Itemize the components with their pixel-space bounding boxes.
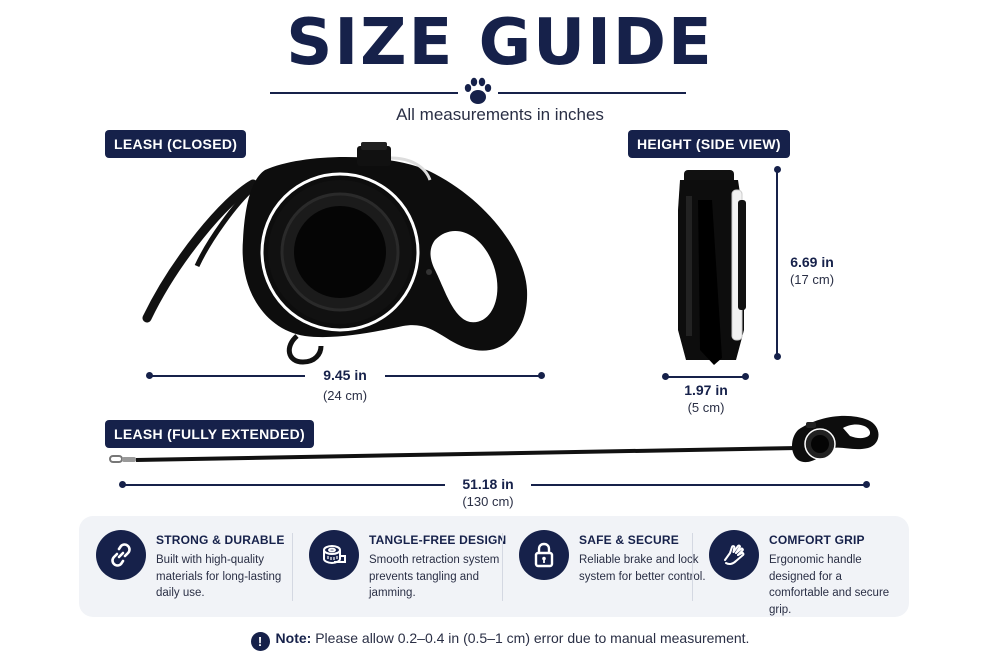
side-depth-line [666,376,746,378]
section-label-extended: LEASH (FULLY EXTENDED) [105,420,314,448]
paw-icon [464,77,492,104]
feature-description: Ergonomic handle designed for a comforta… [769,554,890,616]
note-label: Note: [275,630,312,646]
feature-description: Built with high-quality materials for lo… [156,554,282,599]
dimension-endpoint [774,353,781,360]
title-divider-right [498,92,686,94]
title-divider-left [270,92,458,94]
feature-divider [292,533,293,601]
measurement-note: ! Note: Please allow 0.2–0.4 in (0.5–1 cm… [0,630,1000,651]
feature-title: TANGLE-FREE DESIGN [369,533,507,547]
side-height-in: 6.69 in [780,254,844,270]
padlock-icon [519,530,569,580]
feature-divider [502,533,503,601]
dimension-endpoint [742,373,749,380]
feature-divider [692,533,693,601]
tape-roll-icon [309,530,359,580]
chain-link-icon [96,530,146,580]
dimension-endpoint [119,481,126,488]
page-subtitle: All measurements in inches [396,105,604,124]
feature-description: Smooth retraction system prevents tangli… [369,554,500,599]
dimension-endpoint [863,481,870,488]
feature-title: SAFE & SECURE [579,533,679,547]
dimension-endpoint [538,372,545,379]
page-title: SIZE GUIDE [286,6,714,80]
feature-tangle-free: TANGLE-FREE DESIGN Smooth retraction sys… [292,516,506,617]
note-text: Please allow 0.2–0.4 in (0.5–1 cm) error… [311,630,750,646]
extended-length-in: 51.18 in [445,476,531,492]
feature-title: COMFORT GRIP [769,533,865,547]
alert-icon: ! [250,632,270,651]
dimension-endpoint [774,166,781,173]
extended-length-cm: (130 cm) [462,494,514,509]
hand-grip-icon [709,530,759,580]
leash-extended-illustration [109,415,879,463]
closed-width-in: 9.45 in [305,367,385,383]
leash-side-view-illustration [678,170,746,365]
feature-title: STRONG & DURABLE [156,533,285,547]
side-height-line [776,170,778,356]
feature-comfort-grip: COMFORT GRIP Ergonomic handle designed f… [692,516,909,617]
dimension-endpoint [146,372,153,379]
side-depth-cm: (5 cm) [687,400,725,415]
section-label-closed: LEASH (CLOSED) [105,130,247,158]
dimension-endpoint [662,373,669,380]
feature-safe-secure: SAFE & SECURE Reliable brake and lock sy… [502,516,706,617]
side-depth-in: 1.97 in [668,382,744,398]
side-height-cm: (17 cm) [789,272,835,287]
feature-description: Reliable brake and lock system for bette… [579,554,706,583]
feature-strong-durable: STRONG & DURABLE Built with high-quality… [79,516,292,617]
closed-width-cm: (24 cm) [322,388,368,403]
section-label-side-view: HEIGHT (SIDE VIEW) [628,130,790,158]
leash-closed-illustration [142,142,528,365]
features-panel: STRONG & DURABLE Built with high-quality… [79,516,909,617]
